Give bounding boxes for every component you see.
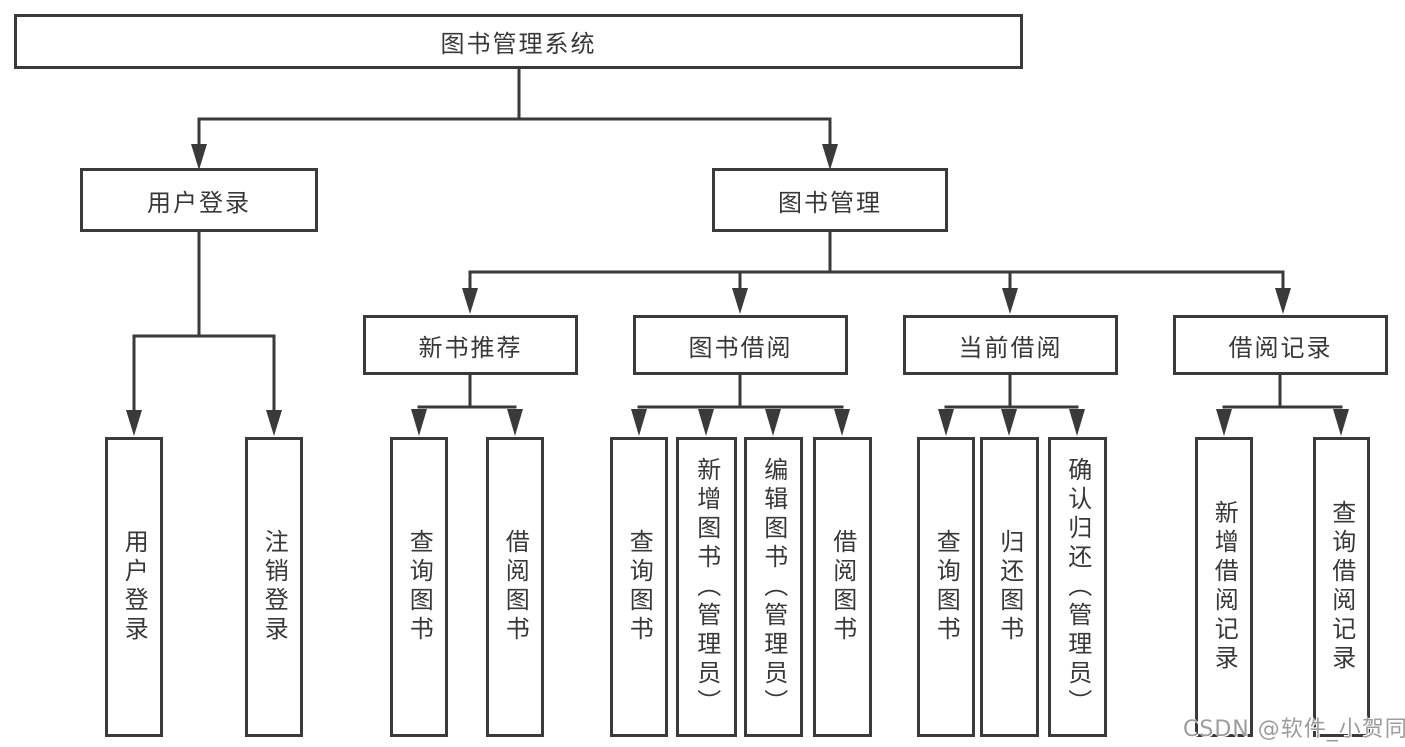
node-new-book-recommend-label: 新书推荐 [418,333,523,362]
node-book-borrow-label: 图书借阅 [688,333,793,362]
connector-current-borrow-branch [938,373,1085,436]
node-borrow-records-label: 借阅记录 [1228,333,1333,362]
leaf-logout-login: 注销登录 [245,437,303,737]
connector-root-to-level2 [191,67,838,170]
leaf-confirm-return-admin: 确认归还（管理员） [1048,437,1107,737]
node-user-login-label: 用户登录 [147,188,251,217]
leaf-query-books-3-label: 查询图书 [932,529,961,645]
leaf-return-books: 归还图书 [980,437,1039,737]
connector-user-login-branch [126,230,282,436]
node-new-book-recommend: 新书推荐 [363,315,578,375]
leaf-borrow-books-2-label: 借阅图书 [828,529,857,645]
connector-new-books-branch [411,373,523,436]
node-current-borrow-label: 当前借阅 [958,333,1063,362]
node-book-borrow: 图书借阅 [633,315,848,375]
leaf-query-borrow-record-label: 查询借阅记录 [1327,500,1356,674]
node-book-management-label: 图书管理 [778,188,882,217]
leaf-return-books-label: 归还图书 [995,529,1024,645]
leaf-add-borrow-record-label: 新增借阅记录 [1210,500,1239,674]
leaf-edit-books-admin-label: 编辑图书（管理员） [759,456,788,718]
connector-book-borrow-branch [631,373,850,436]
leaf-borrow-books-1: 借阅图书 [486,437,544,737]
leaf-query-books-1: 查询图书 [390,437,448,737]
leaf-borrow-books-2: 借阅图书 [813,437,872,737]
leaf-add-borrow-record: 新增借阅记录 [1195,437,1253,737]
connector-borrow-records-branch [1216,373,1349,436]
leaf-confirm-return-admin-label: 确认归还（管理员） [1063,456,1092,718]
node-root-label: 图书管理系统 [440,30,597,58]
leaf-query-books-1-label: 查询图书 [405,529,434,645]
leaf-query-borrow-record: 查询借阅记录 [1313,437,1370,737]
leaf-borrow-books-1-label: 借阅图书 [501,529,530,645]
leaf-query-books-2: 查询图书 [610,437,668,737]
leaf-logout-login-label: 注销登录 [260,529,289,645]
node-book-management: 图书管理 [712,168,948,232]
node-current-borrow: 当前借阅 [903,315,1118,375]
leaf-query-books-2-label: 查询图书 [625,529,654,645]
watermark: CSDN @软件_小贺同学 [1183,717,1405,742]
node-user-login: 用户登录 [80,168,318,232]
leaf-query-books-3: 查询图书 [917,437,975,737]
node-root: 图书管理系统 [14,14,1023,69]
leaf-user-login-label: 用户登录 [120,529,149,645]
leaf-user-login: 用户登录 [105,437,163,737]
leaf-edit-books-admin: 编辑图书（管理员） [744,437,803,737]
leaf-add-books-admin: 新增图书（管理员） [676,437,737,737]
leaf-add-books-admin-label: 新增图书（管理员） [692,456,721,718]
node-borrow-records: 借阅记录 [1173,315,1388,375]
connector-book-mgmt-branch [462,230,1291,314]
